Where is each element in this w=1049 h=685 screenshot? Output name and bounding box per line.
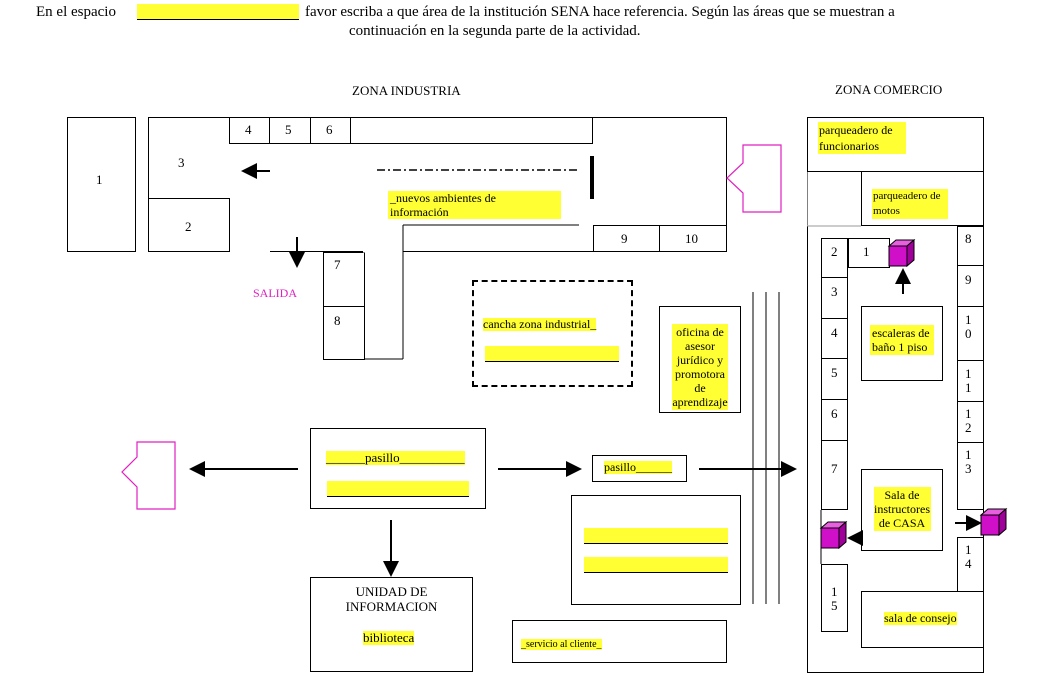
room-2-label: 2 [185, 219, 192, 234]
oficina-line: oficina de [676, 325, 724, 339]
room-9 [593, 225, 660, 252]
sala-consejo-label: sala de consejo [884, 611, 957, 625]
comercio-room-8-label: 8 [965, 231, 972, 246]
sala-instr-text: Sala de instructores de CASA [861, 488, 943, 530]
comercio-room-2-label: 2 [831, 244, 838, 259]
comercio-room-3-label: 3 [831, 284, 838, 299]
sala-instr-highlight [874, 487, 931, 531]
comercio-room-5-label: 5 [831, 365, 838, 380]
room-1-label: 1 [96, 172, 103, 187]
servicio-cliente-label: _servicio al cliente_ [521, 639, 602, 650]
cube-icon [887, 238, 916, 268]
comercio-room-9 [957, 265, 984, 307]
sala-instr-line: Sala de [884, 488, 920, 502]
pasillo-small-label: pasillo______ [604, 460, 672, 474]
unidad-informacion [310, 577, 473, 672]
parq-func-highlight [818, 122, 906, 154]
comercio-room-10 [957, 306, 984, 361]
room-10 [659, 225, 727, 252]
zona-industria-title: ZONA INDUSTRIA [352, 83, 461, 98]
cancha-blank[interactable] [485, 346, 619, 362]
salida-label: SALIDA [253, 286, 297, 300]
oficina-line: asesor [685, 339, 715, 353]
comercio-room-14 [957, 537, 984, 592]
comercio-room-9-label: 9 [965, 272, 972, 287]
oficina-line: aprendizaje [672, 395, 728, 409]
comercio-room-3 [821, 277, 848, 319]
room-6 [310, 117, 351, 144]
room-8 [323, 306, 365, 360]
comercio-room-13 [957, 442, 984, 510]
instruction-line1-end: favor escriba a que área de la instituci… [305, 4, 895, 20]
pasillo-main-label: ______pasillo__________ [326, 450, 465, 465]
blank-line-1[interactable] [584, 528, 728, 544]
instruction-blank[interactable] [137, 4, 299, 20]
escaleras-line2: baño 1 piso [872, 340, 928, 354]
oficina-line: promotora [675, 367, 725, 381]
nuevos-ambientes-highlight [388, 191, 561, 219]
comercio-room-1-label: 1 [863, 244, 870, 259]
unidad-informacion-title: UNIDAD DE INFORMACION [310, 584, 473, 614]
room-6-label: 6 [326, 122, 333, 137]
nuevos-ambientes-line1: _nuevos ambientes de [390, 191, 496, 205]
marker-arrow-left [121, 441, 176, 510]
room-5-label: 5 [285, 122, 292, 137]
unidad-line2: INFORMACION [345, 599, 438, 614]
comercio-room-7 [821, 440, 848, 510]
marker-arrow-right [726, 144, 782, 213]
room-7-label: 7 [334, 257, 341, 272]
parq-motos-line2: motos [873, 205, 900, 217]
room-4-label: 4 [245, 122, 252, 137]
room-2 [148, 198, 230, 252]
room-4-6-strip [350, 117, 593, 144]
blank-line-2[interactable] [584, 557, 728, 573]
instruction-line2: continuación en la segunda parte de la a… [349, 23, 641, 39]
comercio-room-4-label: 4 [831, 325, 838, 340]
cube-icon [819, 520, 848, 550]
sala-instr-line: de CASA [878, 516, 926, 530]
comercio-room-15-label: 1 5 [831, 584, 838, 613]
comercio-room-12-label: 1 2 [965, 406, 972, 435]
escaleras-line1: escaleras de [872, 326, 930, 340]
comercio-room-11-label: 1 1 [965, 366, 972, 395]
blank-box [571, 495, 741, 605]
comercio-room-1 [848, 238, 890, 268]
pasillo-main-blank[interactable] [327, 481, 469, 497]
nuevos-ambientes-line2: información [390, 205, 449, 219]
parq-motos-line1: parqueadero de [873, 190, 941, 202]
comercio-room-6-label: 6 [831, 406, 838, 421]
biblioteca-label: biblioteca [363, 630, 415, 645]
comercio-room-14-label: 1 4 [965, 542, 972, 571]
oficina-text: oficina de asesor jurídico y promotora d… [662, 325, 738, 409]
cube-icon [979, 507, 1008, 537]
oficina-line: de [694, 381, 706, 395]
cancha-area [472, 280, 633, 387]
comercio-room-15 [821, 564, 848, 632]
comercio-room-10-label: 1 0 [965, 312, 972, 341]
parq-func-line2: funcionarios [819, 139, 879, 153]
parq-func-line1: parqueadero de [819, 123, 893, 137]
room-7 [323, 252, 365, 307]
sala-instr-line: instructores [874, 502, 930, 516]
unidad-line1: UNIDAD DE [355, 584, 428, 599]
escaleras-highlight [870, 325, 934, 355]
room-9-label: 9 [621, 231, 628, 246]
comercio-room-13-label: 1 3 [965, 447, 972, 476]
room-1 [67, 117, 136, 252]
oficina-line: jurídico y [676, 353, 724, 367]
room-10-label: 10 [685, 231, 698, 246]
comercio-room-11 [957, 360, 984, 402]
instruction-line1-start: En el espacio [36, 4, 116, 20]
oficina-highlight [672, 324, 728, 410]
room-8-label: 8 [334, 313, 341, 328]
cancha-label: cancha zona industrial_ [483, 317, 597, 331]
parq-motos-highlight [872, 189, 948, 219]
comercio-room-7-label: 7 [831, 461, 838, 476]
room-5 [269, 117, 311, 144]
zona-comercio-title: ZONA COMERCIO [835, 82, 943, 97]
room-3-label: 3 [178, 155, 185, 170]
